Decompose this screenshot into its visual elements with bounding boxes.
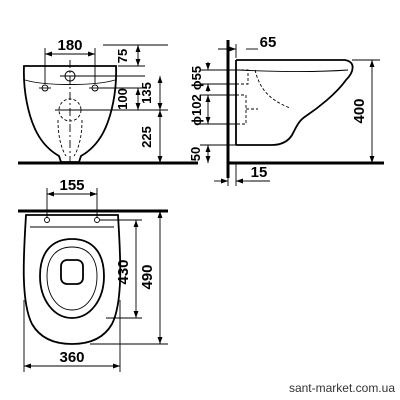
front-dim-top-label: 75 xyxy=(115,49,130,63)
front-dim-width-label: 180 xyxy=(57,37,82,54)
top-hinge-hole-left xyxy=(44,217,50,223)
side-dim-wall-gap-label: 15 xyxy=(251,164,268,181)
front-dim-floor-label: 50 xyxy=(188,147,203,161)
top-seat-inner xyxy=(46,246,98,311)
front-dim-high-label: 135 xyxy=(139,82,154,104)
top-outlet-square xyxy=(60,259,84,285)
side-inner-bowl xyxy=(254,69,291,109)
top-dim-width-label: 360 xyxy=(59,349,84,366)
side-dim-top-offset-label: 65 xyxy=(260,34,277,51)
front-dim-low-label: 225 xyxy=(139,126,154,148)
watermark-text: sant-market.com.ua xyxy=(289,381,395,395)
front-view: 180 75 100 135 225 xyxy=(18,37,198,166)
front-inner-left xyxy=(57,119,67,157)
top-dim-inner-label: 430 xyxy=(115,259,132,284)
front-inner-right xyxy=(73,119,83,157)
side-dim-dia-large-label: ϕ102 xyxy=(189,94,204,125)
top-bowl-outline xyxy=(22,214,122,345)
top-seat-outline xyxy=(39,238,105,319)
front-rim-line xyxy=(24,79,116,85)
front-dim-mid-label: 100 xyxy=(115,88,130,110)
side-inlet-dashed xyxy=(236,69,249,85)
side-view: 65 ϕ55 ϕ102 50 400 15 xyxy=(188,34,384,186)
top-dim-holes-label: 155 xyxy=(59,177,84,194)
side-dim-height-label: 400 xyxy=(351,98,368,123)
top-hinge-hole-right xyxy=(94,217,100,223)
side-bowl-outline xyxy=(236,59,354,146)
side-outlet-dashed xyxy=(236,94,247,125)
top-dim-length-label: 490 xyxy=(139,264,156,289)
side-rim-line xyxy=(237,69,349,72)
top-view: 155 430 490 360 xyxy=(18,177,168,372)
front-bowl-outline xyxy=(22,65,118,163)
side-dim-dia-small-label: ϕ55 xyxy=(189,66,204,90)
